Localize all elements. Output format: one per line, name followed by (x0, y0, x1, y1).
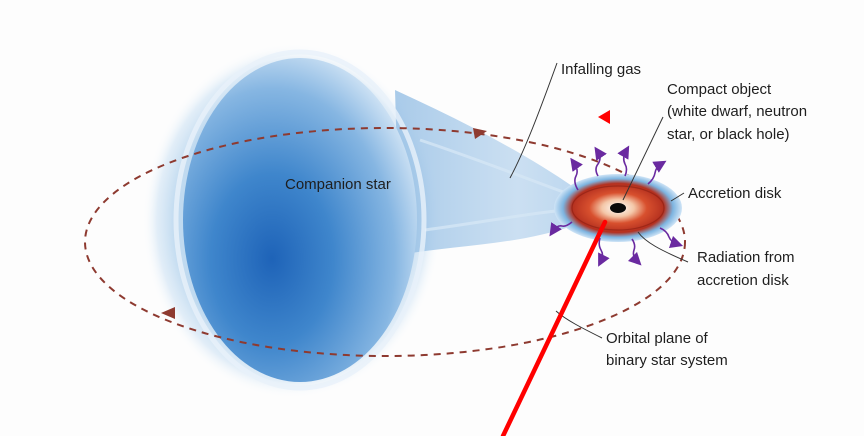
label-radiation-1: Radiation from (697, 249, 795, 266)
triangle-marker-icon (598, 110, 610, 124)
label-compact-object-3: star, or black hole) (667, 126, 790, 143)
label-radiation-2: accretion disk (697, 272, 789, 289)
companion-star (183, 58, 417, 382)
label-orbital-plane-2: binary star system (606, 352, 728, 369)
label-orbital-plane-1: Orbital plane of (606, 330, 709, 347)
label-companion-star: Companion star (285, 176, 391, 193)
label-compact-object-2: (white dwarf, neutron (667, 103, 807, 120)
red-pointer-line (503, 222, 605, 436)
label-infalling-gas: Infalling gas (561, 61, 641, 78)
label-compact-object-1: Compact object (667, 81, 772, 98)
label-accretion-disk: Accretion disk (688, 185, 782, 202)
compact-object (610, 203, 626, 213)
